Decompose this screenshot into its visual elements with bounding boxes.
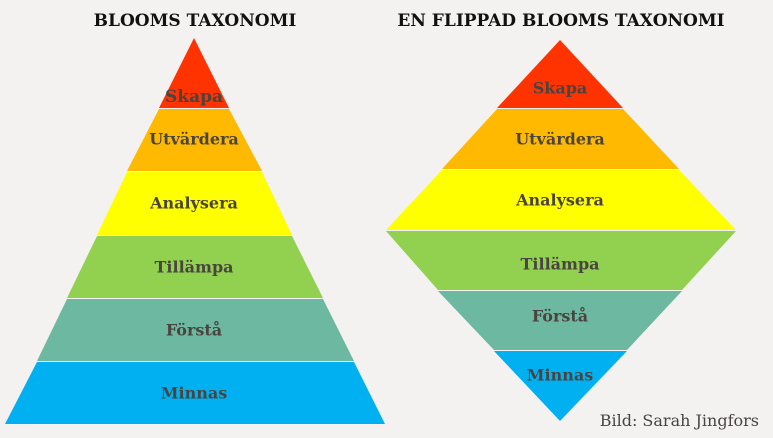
diamond-level-minnas	[494, 351, 627, 421]
diamond-label-forsta: Förstå	[531, 306, 589, 326]
pyramid-level-minnas	[5, 362, 385, 424]
diamond-level-skapa	[497, 40, 623, 108]
pyramid-label-tillampa: Tillämpa	[154, 257, 234, 277]
left-diagram-title: BLOOMS TAXONOMI	[93, 11, 297, 31]
diamond-label-skapa: Skapa	[532, 78, 588, 98]
pyramid-level-analysera	[97, 172, 292, 235]
diamond-label-minnas: Minnas	[526, 365, 594, 385]
pyramid-level-utvardera	[127, 109, 262, 171]
flipped-blooms-diamond	[386, 40, 736, 421]
diamond-level-analysera	[386, 170, 736, 230]
pyramid-label-analysera: Analysera	[150, 193, 238, 213]
pyramid-level-tillampa	[67, 236, 323, 298]
right-diagram-title: EN FLIPPAD BLOOMS TAXONOMI	[397, 11, 725, 31]
pyramid-label-skapa: Skapa	[165, 87, 223, 107]
diamond-label-utvardera: Utvärdera	[515, 129, 605, 149]
diamond-level-forsta	[438, 291, 682, 350]
pyramid-label-forsta: Förstå	[165, 320, 223, 340]
pyramid-level-skapa	[159, 38, 229, 108]
image-credit: Bild: Sarah Jingfors	[599, 411, 759, 430]
diamond-label-tillampa: Tillämpa	[520, 254, 600, 274]
diamond-level-tillampa	[386, 231, 736, 290]
diamond-label-analysera: Analysera	[516, 190, 604, 210]
diamond-level-utvardera	[442, 109, 679, 169]
pyramid-level-forsta	[37, 299, 354, 361]
pyramid-label-minnas: Minnas	[160, 383, 228, 403]
blooms-pyramid	[5, 38, 385, 424]
pyramid-label-utvardera: Utvärdera	[149, 129, 239, 149]
